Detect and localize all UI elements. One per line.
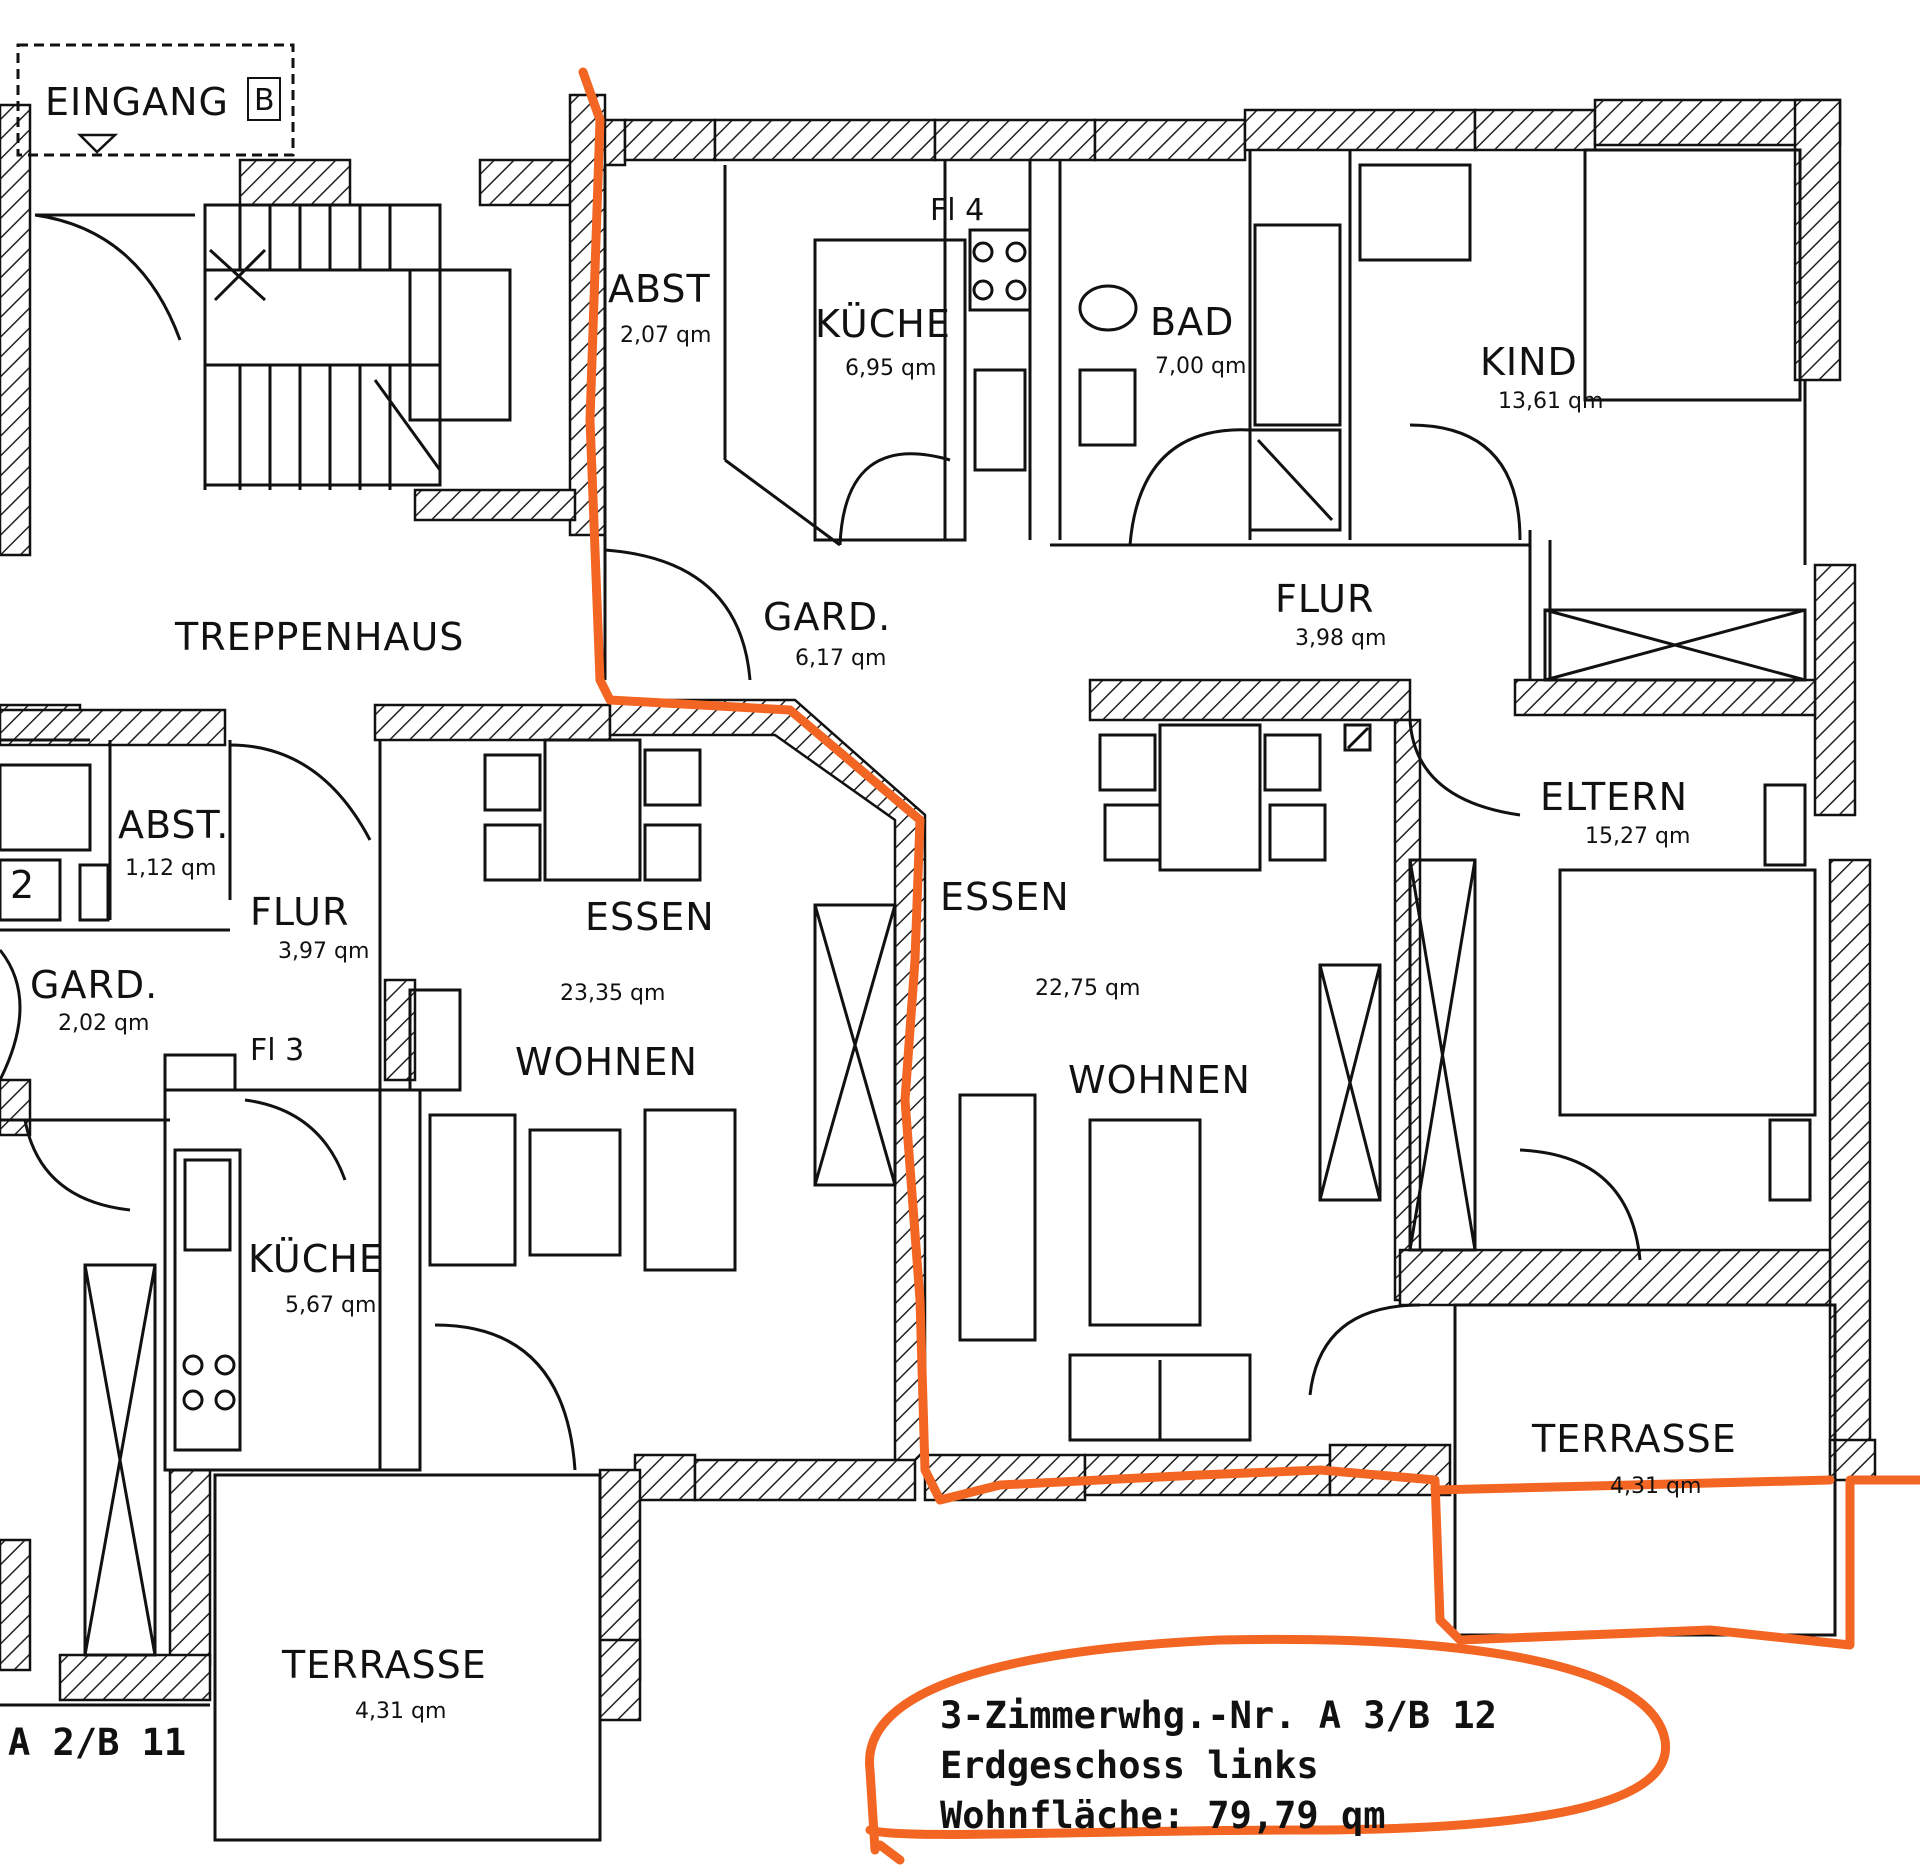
wohnen-left-label: WOHNEN [515,1040,698,1084]
flur-right-label: FLUR [1275,577,1374,621]
labels: EINGANG B TREPPENHAUS ABST 2,07 qm KÜCHE… [8,77,1737,1837]
essen-left-area: 23,35 qm [560,981,665,1006]
flur-left-label: FLUR [250,890,349,934]
essen-right-label: ESSEN [940,875,1070,919]
eltern-area: 15,27 qm [1585,824,1690,849]
entrance-letter: B [254,83,275,118]
bad-label: BAD [1150,300,1234,344]
fl-right-label: Fl 4 [930,193,984,228]
partitions [0,43,1837,1842]
terrasse-right-area: 4,31 qm [1610,1474,1701,1499]
kueche-right-area: 6,95 qm [845,356,936,381]
info-line-2: Erdgeschoss links [940,1744,1319,1787]
info-line-3: Wohnfläche: 79,79 qm [940,1794,1386,1837]
eltern-label: ELTERN [1540,775,1688,819]
kueche-left-label: KÜCHE [248,1237,384,1281]
stairwell-label: TREPPENHAUS [174,615,464,659]
abst-left-area: 1,12 qm [125,856,216,881]
wohnen-right-label: WOHNEN [1068,1058,1251,1102]
gard-right-area: 6,17 qm [795,646,886,671]
unit-left-number: A 2/B 11 [8,1721,186,1764]
kind-label: KIND [1480,340,1578,384]
abst-left-label: ABST. [118,803,229,847]
gard-left-area: 2,02 qm [58,1011,149,1036]
fl-left-label: Fl 3 [250,1033,304,1068]
entrance-label: EINGANG [45,80,229,124]
unit-outline [578,67,1920,1865]
kueche-left-area: 5,67 qm [285,1293,376,1318]
kind-area: 13,61 qm [1498,389,1603,414]
essen-left-label: ESSEN [585,895,715,939]
bad-area: 7,00 qm [1155,354,1246,379]
terrasse-left-area: 4,31 qm [355,1699,446,1724]
kueche-right-label: KÜCHE [815,302,951,346]
entrance-arrow-icon [76,133,119,154]
flur-right-area: 3,98 qm [1295,626,1386,651]
abst-right-label: ABST [608,267,711,311]
edge-number: 2 [10,863,35,907]
flur-left-area: 3,97 qm [278,939,369,964]
gard-right-label: GARD. [763,595,891,639]
gard-left-label: GARD. [30,963,158,1007]
info-line-1: 3-Zimmerwhg.-Nr. A 3/B 12 [940,1694,1497,1737]
terrasse-left-label: TERRASSE [281,1643,487,1687]
abst-right-area: 2,07 qm [620,323,711,348]
terrasse-right-label: TERRASSE [1531,1417,1737,1461]
essen-right-area: 22,75 qm [1035,976,1140,1001]
